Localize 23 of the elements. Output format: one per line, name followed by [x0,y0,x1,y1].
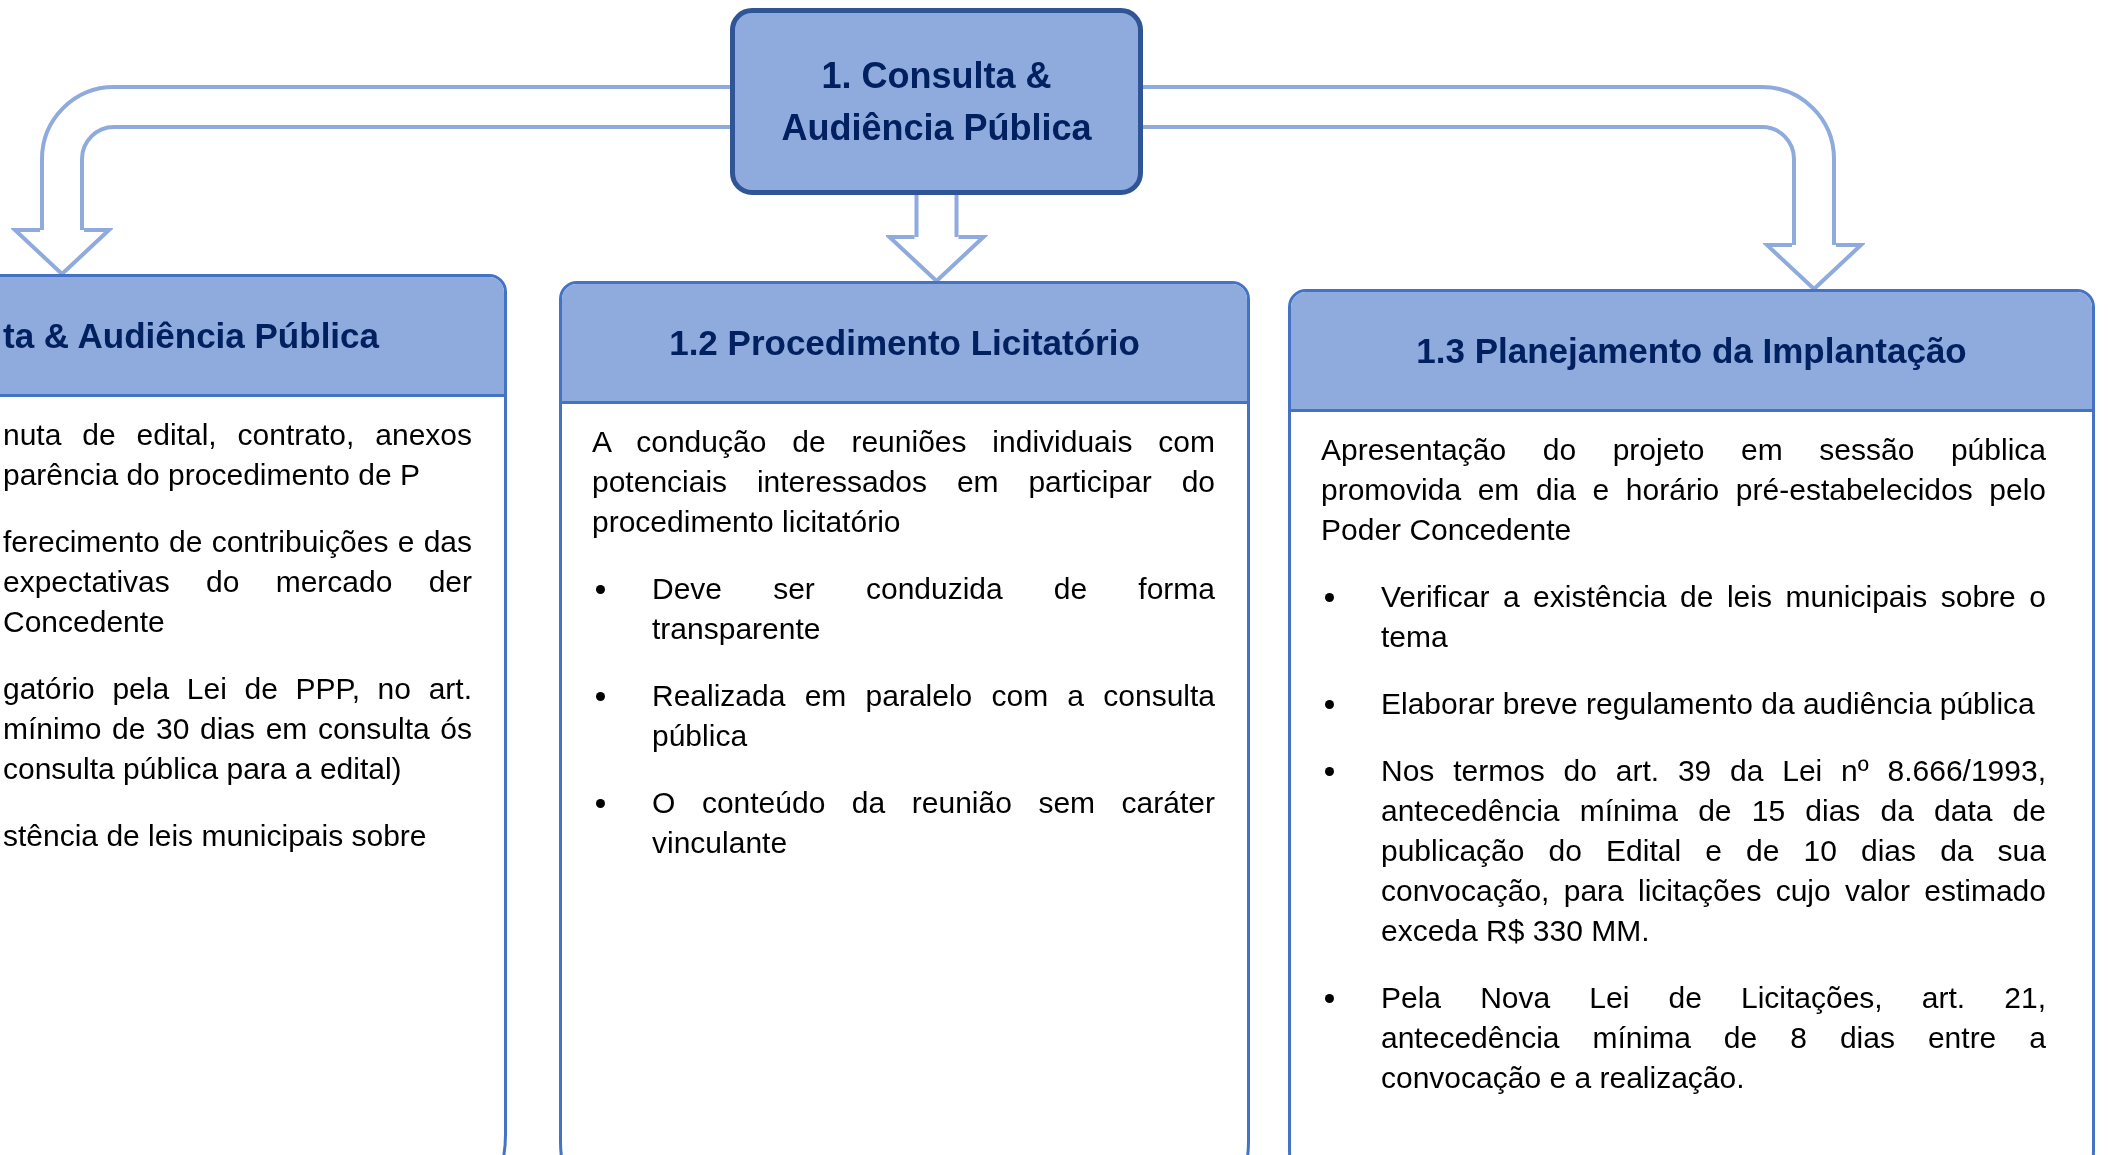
card-header: 1.2 Procedimento Licitatório [562,284,1247,404]
paragraph: Apresentação do projeto em sessão pública promovida em dia e horário pré-estabelecidos pelo Poder Concedente [1321,432,2046,548]
content-card [0,274,507,1155]
block-arrow [1143,85,1863,291]
paragraph: ferecimento de contribuições e das expectativas do mercado der Concedente [3,524,472,640]
bullet-text: Realizada em paralelo com a consulta pública [652,678,1215,754]
block-arrow [887,195,986,283]
paragraph: A condução de reuniões individuais com potenciais interessados em participar do procedimento licitatório [592,424,1215,540]
paragraph: stência de leis municipais sobre [3,818,428,854]
bullet-text: O conteúdo da reunião sem caráter vinculante [652,785,1215,861]
bullet-text: Nos termos do art. 39 da Lei nº 8.666/1993, antecedência mínima de 15 dias da data de publicação do Edital e de 10 dias da sua convocação, para licitações cujo valor estimado exceda R$ 330 MM. [1381,753,2046,949]
paragraph: nuta de edital, contrato, anexos parência do procedimento de P [3,417,472,493]
bullet-text: Pela Nova Lei de Licitações, art. 21, antecedência mínima de 8 dias entre a convocação e a realização. [1381,980,2046,1096]
content-card [559,281,1250,1155]
card-header: 1.3 Planejamento da Implantação [1291,292,2092,412]
bullet-text: Elaborar breve regulamento da audiência pública [1381,686,2036,722]
process-box: 1. Consulta & Audiência Pública [730,8,1143,195]
card-header: ta & Audiência Pública [0,277,504,397]
paragraph: gatório pela Lei de PPP, no art. mínimo de 30 dias em consulta ós consulta pública para a edital) [3,671,472,787]
content-card [1288,289,2095,1155]
block-arrow [13,85,730,276]
bullet-text: Verificar a existência de leis municipais sobre o tema [1381,579,2046,655]
bullet-text: Deve ser conduzida de forma transparente [652,571,1215,647]
